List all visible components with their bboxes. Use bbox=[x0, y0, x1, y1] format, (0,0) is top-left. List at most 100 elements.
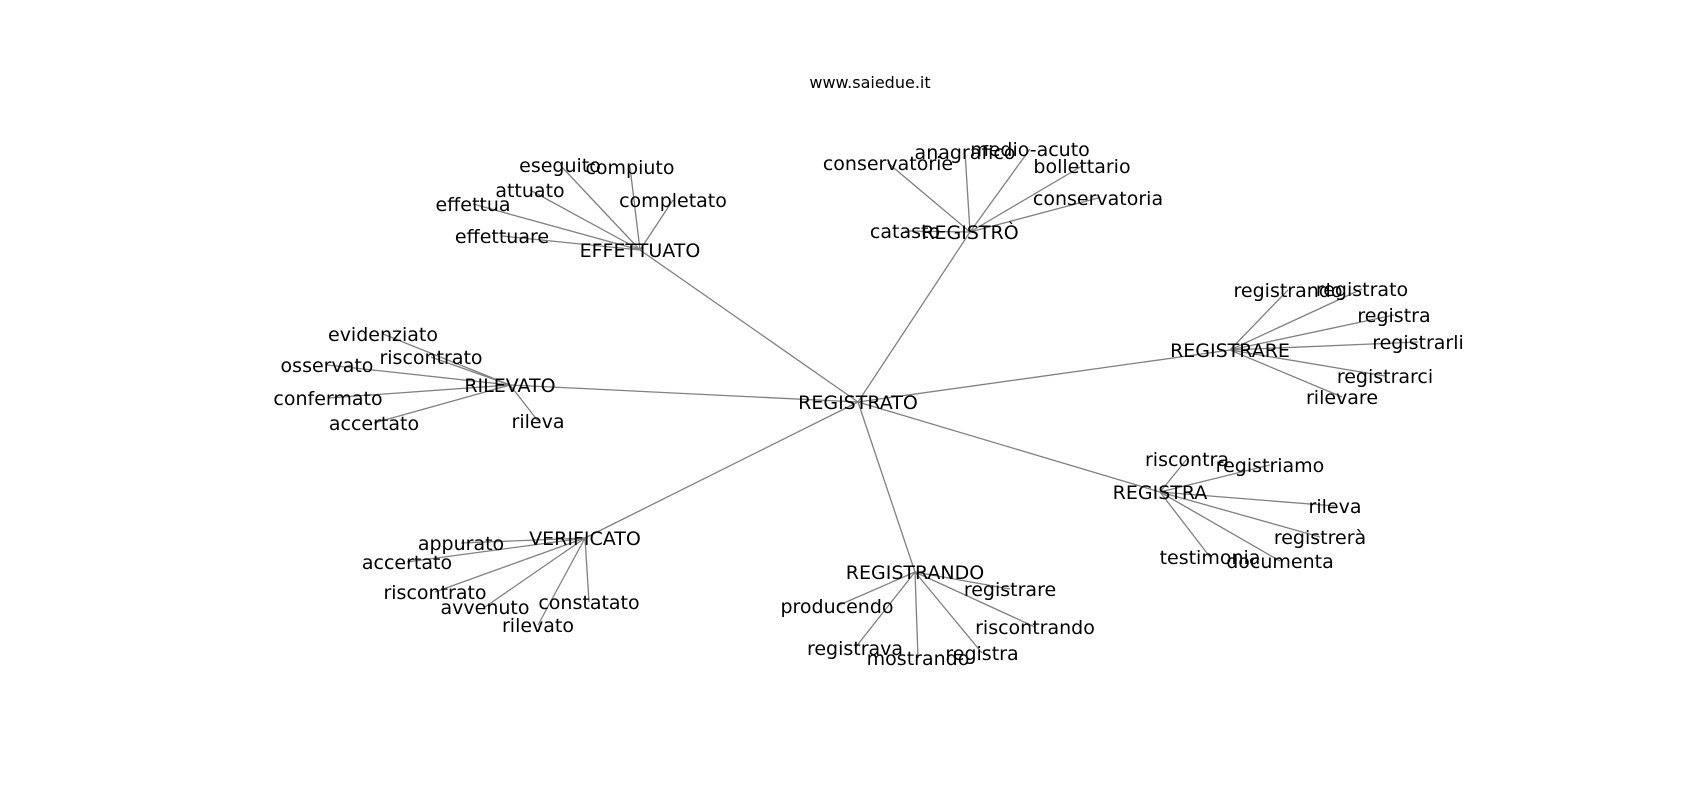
edge-hub-to-leaf bbox=[1159, 491, 1281, 562]
edge-hub-to-leaf bbox=[914, 571, 919, 659]
leaf-node-label: registrarci bbox=[1337, 366, 1433, 388]
leaf-node-label: registrerà bbox=[1274, 527, 1366, 549]
edge-hub-to-leaf bbox=[1159, 491, 1321, 538]
leaf-node-label: compiuto bbox=[585, 157, 674, 179]
edge-hub-to-leaf bbox=[529, 189, 641, 251]
leaf-node-label: rilevare bbox=[1306, 387, 1378, 409]
leaf-node-label: registra bbox=[945, 643, 1018, 665]
hub-node-label: RILEVATO bbox=[464, 375, 555, 397]
edge-hub-to-leaf bbox=[1229, 349, 1343, 398]
leaf-node-label: testimonia bbox=[1160, 547, 1261, 569]
edge-hub-to-leaf bbox=[914, 571, 1011, 590]
leaf-node-label: registriamo bbox=[1216, 455, 1325, 477]
leaf-node-label: evidenziato bbox=[328, 324, 438, 346]
edge-layer bbox=[326, 148, 1419, 659]
edge-root-to-hub bbox=[857, 231, 971, 403]
edge-hub-to-leaf bbox=[887, 162, 971, 233]
leaf-node-label: riscontrato bbox=[383, 582, 486, 604]
edge-hub-to-leaf bbox=[326, 364, 511, 386]
edge-root-to-hub bbox=[509, 384, 859, 403]
edge-hub-to-leaf bbox=[1229, 288, 1363, 351]
leaf-node-label: registra bbox=[1357, 305, 1430, 327]
edge-hub-to-leaf bbox=[460, 537, 586, 544]
leaf-node-label: effettua bbox=[435, 194, 510, 216]
edge-hub-to-leaf bbox=[914, 571, 983, 654]
leaf-node-label: registrarli bbox=[1372, 332, 1464, 354]
edge-hub-to-leaf bbox=[430, 356, 511, 386]
label-layer: REGISTRATOEFFETTUATOeseguitocompiutoattu… bbox=[273, 139, 1463, 670]
leaf-node-label: catasto bbox=[870, 221, 940, 243]
leaf-node-label: rileva bbox=[1309, 496, 1362, 518]
edge-hub-to-leaf bbox=[836, 571, 916, 607]
leaf-node-label: rileva bbox=[512, 411, 565, 433]
leaf-node-label: registrato bbox=[1316, 279, 1408, 301]
edge-hub-to-leaf bbox=[969, 148, 1031, 233]
leaf-node-label: producendo bbox=[780, 596, 893, 618]
edge-hub-to-leaf bbox=[1229, 349, 1386, 377]
edge-hub-to-leaf bbox=[472, 203, 641, 251]
edge-root-to-hub bbox=[857, 349, 1231, 403]
edge-hub-to-leaf bbox=[537, 537, 586, 626]
edge-root-to-hub bbox=[639, 249, 859, 403]
edge-hub-to-leaf bbox=[964, 151, 971, 233]
edge-hub-to-leaf bbox=[584, 537, 590, 603]
edge-hub-to-leaf bbox=[914, 571, 1036, 628]
edge-hub-to-leaf bbox=[1159, 491, 1211, 558]
leaf-node-label: bollettario bbox=[1033, 156, 1130, 178]
site-watermark: www.saiedue.it bbox=[809, 73, 930, 92]
edge-hub-to-leaf bbox=[434, 537, 586, 593]
hub-node-label: EFFETTUATO bbox=[580, 240, 701, 262]
leaf-node-label: constatato bbox=[538, 592, 639, 614]
leaf-node-label: appurato bbox=[418, 533, 504, 555]
edge-root-to-hub bbox=[857, 401, 1161, 493]
leaf-node-label: mostrando bbox=[867, 648, 970, 670]
leaf-node-label: riscontrato bbox=[379, 347, 482, 369]
edge-root-to-hub bbox=[857, 401, 916, 573]
leaf-node-label: rilevato bbox=[502, 615, 574, 637]
edge-root-to-hub bbox=[584, 401, 859, 539]
leaf-node-label: confermato bbox=[273, 388, 382, 410]
leaf-node-label: effettuare bbox=[455, 226, 549, 248]
edge-hub-to-leaf bbox=[854, 571, 916, 649]
edge-hub-to-leaf bbox=[327, 384, 511, 399]
edge-hub-to-leaf bbox=[1159, 458, 1188, 493]
leaf-node-label: registrava bbox=[807, 638, 903, 660]
hub-node-label: REGISTRA bbox=[1113, 482, 1208, 504]
leaf-node-label: registrare bbox=[964, 579, 1056, 601]
leaf-node-label: eseguito bbox=[519, 155, 601, 177]
leaf-node-label: osservato bbox=[281, 355, 374, 377]
leaf-node-label: registrando bbox=[1234, 280, 1343, 302]
edge-hub-to-leaf bbox=[969, 197, 1099, 233]
edge-hub-to-leaf bbox=[382, 333, 511, 386]
edge-hub-to-leaf bbox=[1159, 464, 1271, 493]
leaf-node-label: completato bbox=[619, 190, 727, 212]
leaf-node-label: anagrafico bbox=[915, 142, 1016, 164]
edge-hub-to-leaf bbox=[406, 537, 586, 563]
edge-hub-to-leaf bbox=[629, 166, 641, 251]
edge-hub-to-leaf bbox=[1229, 289, 1289, 351]
edge-hub-to-leaf bbox=[904, 230, 971, 233]
edge-hub-to-leaf bbox=[1159, 491, 1336, 507]
edge-hub-to-leaf bbox=[969, 165, 1083, 233]
hub-node-label: REGISTRÒ bbox=[921, 220, 1018, 244]
root-node-label: REGISTRATO bbox=[798, 392, 918, 414]
edge-hub-to-leaf bbox=[501, 235, 641, 251]
edge-hub-to-leaf bbox=[373, 384, 511, 424]
leaf-node-label: accertato bbox=[329, 413, 419, 435]
hub-node-label: REGISTRANDO bbox=[846, 562, 984, 584]
leaf-node-label: avvenuto bbox=[441, 597, 530, 619]
leaf-node-label: conservatoria bbox=[1033, 188, 1163, 210]
edge-hub-to-leaf bbox=[1229, 341, 1419, 351]
leaf-node-label: riscontrando bbox=[975, 617, 1095, 639]
edge-hub-to-leaf bbox=[484, 537, 586, 608]
hub-node-label: VERIFICATO bbox=[529, 528, 641, 550]
leaf-node-label: documenta bbox=[1226, 551, 1334, 573]
hub-node-label: REGISTRARE bbox=[1170, 340, 1290, 362]
edge-hub-to-leaf bbox=[559, 164, 641, 251]
edge-hub-to-leaf bbox=[509, 384, 539, 422]
edge-hub-to-leaf bbox=[639, 199, 674, 251]
edge-hub-to-leaf bbox=[1229, 314, 1395, 351]
leaf-node-label: riscontra bbox=[1145, 449, 1229, 471]
leaf-node-label: conservatorie bbox=[823, 153, 953, 175]
